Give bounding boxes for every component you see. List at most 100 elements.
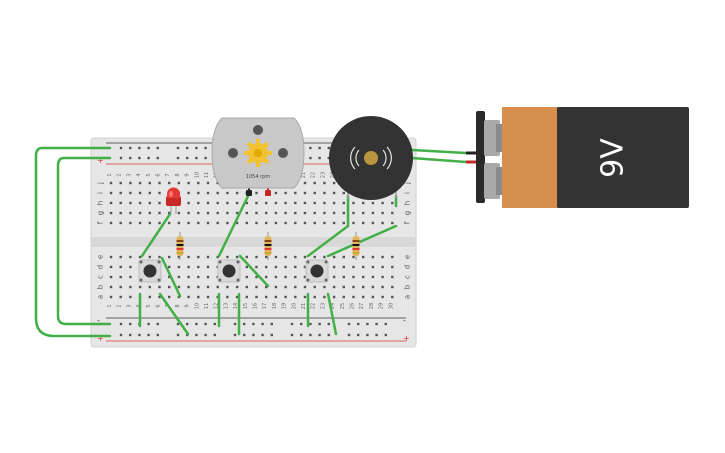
breadboard-hole[interactable] — [129, 255, 132, 259]
breadboard-hole[interactable] — [284, 191, 287, 195]
breadboard-hole[interactable] — [362, 295, 365, 299]
wire-resistor4-diagonal[interactable] — [326, 224, 398, 258]
rail-hole[interactable] — [327, 156, 330, 160]
breadboard-hole[interactable] — [352, 285, 355, 289]
breadboard-hole[interactable] — [148, 181, 151, 185]
breadboard-hole[interactable] — [313, 295, 316, 299]
breadboard-hole[interactable] — [342, 211, 345, 215]
breadboard-hole[interactable] — [265, 265, 268, 269]
breadboard-hole[interactable] — [109, 191, 113, 195]
breadboard-hole[interactable] — [235, 221, 239, 225]
breadboard-hole[interactable] — [197, 285, 200, 289]
breadboard-hole[interactable] — [255, 201, 258, 205]
breadboard-hole[interactable] — [138, 255, 142, 259]
breadboard-hole[interactable] — [187, 265, 190, 269]
breadboard-hole[interactable] — [313, 181, 316, 185]
breadboard-hole[interactable] — [206, 201, 210, 205]
breadboard-hole[interactable] — [119, 211, 122, 215]
breadboard-hole[interactable] — [216, 211, 219, 215]
breadboard-hole[interactable] — [109, 211, 113, 215]
breadboard-hole[interactable] — [235, 191, 239, 195]
breadboard-hole[interactable] — [284, 285, 287, 289]
wire-button1-diagonal[interactable] — [160, 256, 182, 298]
breadboard-hole[interactable] — [129, 285, 132, 289]
resistor-1[interactable] — [176, 232, 184, 260]
breadboard-hole[interactable] — [352, 255, 355, 259]
breadboard-hole[interactable] — [323, 201, 326, 205]
wire-button2-diagonal[interactable] — [238, 254, 270, 288]
breadboard-hole[interactable] — [391, 211, 394, 215]
breadboard-hole[interactable] — [303, 221, 307, 225]
breadboard-hole[interactable] — [303, 211, 307, 215]
breadboard-hole[interactable] — [148, 255, 151, 259]
breadboard-hole[interactable] — [362, 255, 365, 259]
breadboard-hole[interactable] — [177, 221, 181, 225]
breadboard-hole[interactable] — [216, 201, 219, 205]
breadboard-hole[interactable] — [332, 221, 336, 225]
breadboard-hole[interactable] — [274, 265, 278, 269]
breadboard-hole[interactable] — [371, 255, 375, 259]
breadboard-hole[interactable] — [187, 221, 190, 225]
rail-hole[interactable] — [309, 333, 312, 337]
breadboard-hole[interactable] — [177, 285, 181, 289]
breadboard-hole[interactable] — [226, 211, 229, 215]
breadboard-hole[interactable] — [119, 191, 122, 195]
breadboard-hole[interactable] — [381, 265, 384, 269]
rail-hole[interactable] — [186, 156, 189, 160]
breadboard-hole[interactable] — [177, 255, 181, 259]
breadboard-hole[interactable] — [255, 295, 258, 299]
breadboard-hole[interactable] — [352, 275, 355, 279]
breadboard-hole[interactable] — [274, 201, 278, 205]
dc-motor[interactable]: 1054 rpm — [211, 117, 305, 196]
breadboard-hole[interactable] — [235, 201, 239, 205]
breadboard-hole[interactable] — [119, 181, 122, 185]
breadboard-hole[interactable] — [294, 201, 297, 205]
breadboard-hole[interactable] — [168, 221, 171, 225]
breadboard-hole[interactable] — [168, 275, 171, 279]
rail-hole[interactable] — [138, 146, 141, 150]
breadboard-hole[interactable] — [303, 255, 307, 259]
breadboard-hole[interactable] — [245, 285, 248, 289]
rail-hole[interactable] — [176, 156, 180, 160]
breadboard-hole[interactable] — [332, 275, 336, 279]
breadboard-hole[interactable] — [119, 201, 122, 205]
breadboard-hole[interactable] — [226, 295, 229, 299]
rail-hole[interactable] — [357, 322, 360, 326]
breadboard-hole[interactable] — [342, 191, 345, 195]
rail-hole[interactable] — [156, 322, 159, 326]
rail-hole[interactable] — [300, 333, 303, 337]
breadboard-hole[interactable] — [342, 255, 345, 259]
rail-hole[interactable] — [347, 322, 351, 326]
wire-button3-low-diagonal[interactable] — [326, 292, 338, 336]
breadboard-hole[interactable] — [206, 255, 210, 259]
wire-left-outer[interactable] — [34, 146, 112, 338]
breadboard-hole[interactable] — [206, 221, 210, 225]
breadboard-hole[interactable] — [129, 181, 132, 185]
breadboard-hole[interactable] — [265, 255, 268, 259]
breadboard-hole[interactable] — [187, 285, 190, 289]
breadboard-hole[interactable] — [274, 191, 278, 195]
rail-hole[interactable] — [129, 146, 132, 150]
rail-hole[interactable] — [138, 156, 141, 160]
rail-hole[interactable] — [290, 322, 294, 326]
breadboard-hole[interactable] — [274, 211, 278, 215]
breadboard-hole[interactable] — [158, 255, 161, 259]
breadboard-hole[interactable] — [216, 255, 219, 259]
breadboard-hole[interactable] — [245, 275, 248, 279]
rail-hole[interactable] — [318, 146, 321, 150]
breadboard-hole[interactable] — [255, 221, 258, 225]
breadboard-hole[interactable] — [391, 285, 394, 289]
breadboard-hole[interactable] — [274, 275, 278, 279]
rail-hole[interactable] — [195, 146, 198, 150]
breadboard-hole[interactable] — [177, 275, 181, 279]
rail-hole[interactable] — [309, 156, 312, 160]
wire-battery-negative[interactable] — [410, 148, 468, 155]
rail-hole[interactable] — [204, 146, 207, 150]
breadboard-hole[interactable] — [284, 295, 287, 299]
push-button-2[interactable] — [217, 259, 241, 283]
breadboard-hole[interactable] — [391, 201, 394, 205]
breadboard-hole[interactable] — [119, 275, 122, 279]
breadboard-hole[interactable] — [265, 295, 268, 299]
breadboard-hole[interactable] — [197, 181, 200, 185]
breadboard-hole[interactable] — [187, 255, 190, 259]
